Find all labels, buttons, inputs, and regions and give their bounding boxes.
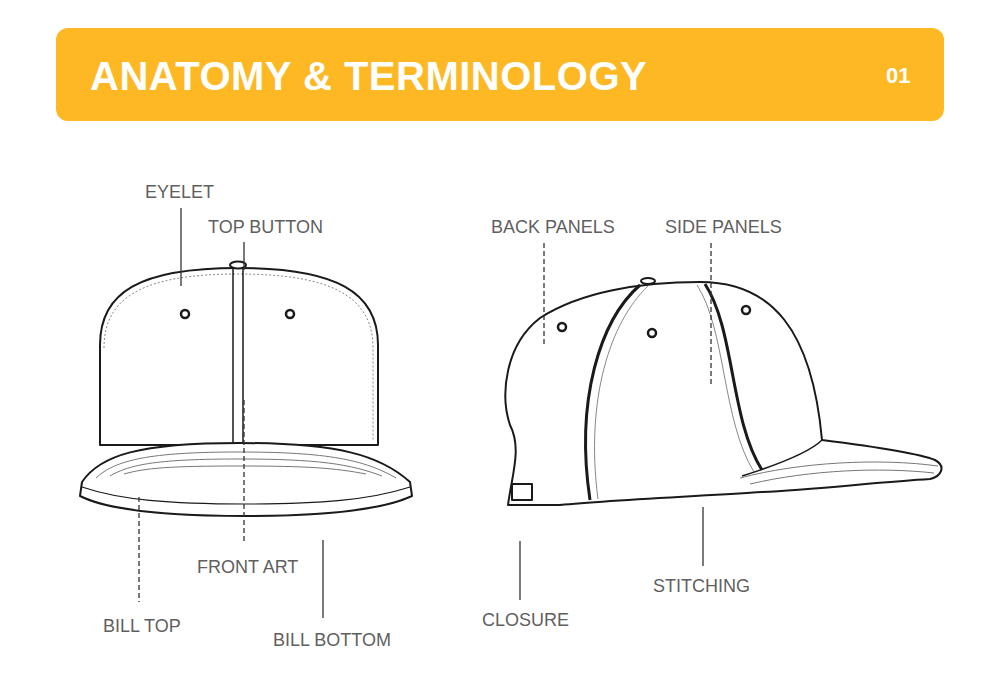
title: ANATOMY & TERMINOLOGY <box>90 56 647 96</box>
part-label: CLOSURE <box>480 610 571 630</box>
front-cap <box>80 262 412 517</box>
part-label: SIDE PANELS <box>663 217 784 237</box>
part-label: FRONT ART <box>195 557 300 577</box>
side-cap <box>505 278 941 505</box>
part-label: EYELET <box>143 182 216 202</box>
leader-lines <box>139 208 711 618</box>
title-band <box>56 28 944 121</box>
part-label: BILL TOP <box>101 616 183 636</box>
part-label: TOP BUTTON <box>206 217 325 237</box>
part-label: STITCHING <box>651 576 752 596</box>
part-label: BACK PANELS <box>489 217 617 237</box>
page-number: 01 <box>884 64 912 88</box>
part-label: BILL BOTTOM <box>271 630 393 650</box>
